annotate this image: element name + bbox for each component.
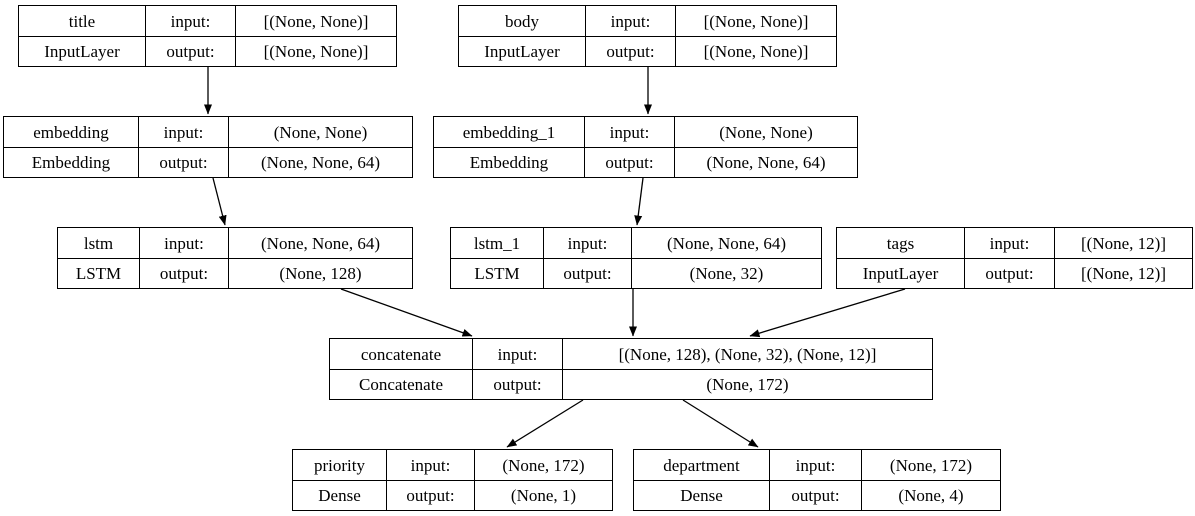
node-lstm-output-shape: (None, 128) (228, 258, 412, 288)
node-embedding_1: embedding_1 input: (None, None) Embeddin… (433, 116, 858, 178)
node-lstm_1-name: lstm_1 (473, 233, 521, 253)
node-lstm_1-output-label: output: (543, 258, 631, 288)
node-lstm-input-shape: (None, None, 64) (228, 228, 412, 258)
node-title-output-shape: [(None, None)] (235, 36, 396, 66)
node-concatenate-input-label: input: (472, 339, 562, 369)
node-tags-name: tags (886, 233, 915, 253)
node-tags-input-shape: [(None, 12)] (1054, 228, 1192, 258)
node-body-output-shape: [(None, None)] (675, 36, 836, 66)
node-embedding_1-input-shape: (None, None) (674, 117, 857, 147)
node-lstm_1-input-label: input: (543, 228, 631, 258)
node-title-input-label: input: (145, 6, 235, 36)
node-department-output-label: output: (769, 480, 861, 510)
edge-embedding-lstm (212, 177, 227, 226)
node-department: department input: (None, 172) Dense outp… (633, 449, 1001, 511)
node-embedding: embedding input: (None, None) Embedding … (3, 116, 413, 178)
node-title-type: InputLayer (19, 36, 145, 66)
node-embedding-type: Embedding (4, 147, 138, 177)
edge-concatenate-priority (506, 399, 584, 448)
node-priority-output-shape: (None, 1) (474, 480, 612, 510)
node-lstm_1-type: LSTM (451, 258, 543, 288)
node-priority-type: Dense (293, 480, 386, 510)
node-concatenate-input-shape: [(None, 128), (None, 32), (None, 12)] (562, 339, 932, 369)
node-lstm_1-output-shape: (None, 32) (631, 258, 821, 288)
node-embedding_1-input-label: input: (584, 117, 674, 147)
node-tags-output-label: output: (964, 258, 1054, 288)
node-lstm_1-input-shape: (None, None, 64) (631, 228, 821, 258)
node-department-input-shape: (None, 172) (861, 450, 1000, 480)
node-department-output-shape: (None, 4) (861, 480, 1000, 510)
node-title-name: title (68, 11, 96, 31)
edge-embedding_1-lstm_1 (634, 177, 644, 226)
node-tags-output-shape: [(None, 12)] (1054, 258, 1192, 288)
edge-lstm-concatenate (340, 288, 473, 337)
node-priority-input-label: input: (386, 450, 474, 480)
node-body-name: body (505, 11, 539, 31)
node-body-input-label: input: (585, 6, 675, 36)
node-body: body input: [(None, None)] InputLayer ou… (458, 5, 837, 67)
node-concatenate-output-label: output: (472, 369, 562, 399)
node-title-input-shape: [(None, None)] (235, 6, 396, 36)
node-tags-type: InputLayer (837, 258, 964, 288)
node-lstm-type: LSTM (58, 258, 139, 288)
node-embedding-input-shape: (None, None) (228, 117, 412, 147)
node-lstm: lstm input: (None, None, 64) LSTM output… (57, 227, 413, 289)
node-embedding-output-label: output: (138, 147, 228, 177)
node-department-name: department (663, 455, 740, 475)
node-lstm-output-label: output: (139, 258, 228, 288)
node-title-output-label: output: (145, 36, 235, 66)
node-embedding-name: embedding (33, 122, 109, 142)
node-title: title input: [(None, None)] InputLayer o… (18, 5, 397, 67)
node-department-input-label: input: (769, 450, 861, 480)
node-department-type: Dense (634, 480, 769, 510)
node-priority-input-shape: (None, 172) (474, 450, 612, 480)
node-concatenate-output-shape: (None, 172) (562, 369, 932, 399)
node-priority-name: priority (314, 455, 365, 475)
edge-tags-concatenate (749, 288, 906, 338)
node-lstm-name: lstm (83, 233, 114, 253)
node-body-input-shape: [(None, None)] (675, 6, 836, 36)
node-embedding_1-output-shape: (None, None, 64) (674, 147, 857, 177)
node-lstm-input-label: input: (139, 228, 228, 258)
node-embedding_1-name: embedding_1 (462, 122, 556, 142)
node-tags-input-label: input: (964, 228, 1054, 258)
node-priority: priority input: (None, 172) Dense output… (292, 449, 613, 511)
node-embedding-output-shape: (None, None, 64) (228, 147, 412, 177)
node-priority-output-label: output: (386, 480, 474, 510)
node-embedding_1-type: Embedding (434, 147, 584, 177)
node-body-type: InputLayer (459, 36, 585, 66)
node-body-output-label: output: (585, 36, 675, 66)
node-embedding_1-output-label: output: (584, 147, 674, 177)
node-concatenate-type: Concatenate (330, 369, 472, 399)
node-lstm_1: lstm_1 input: (None, None, 64) LSTM outp… (450, 227, 822, 289)
node-embedding-input-label: input: (138, 117, 228, 147)
node-tags: tags input: [(None, 12)] InputLayer outp… (836, 227, 1193, 289)
node-concatenate: concatenate input: [(None, 128), (None, … (329, 338, 933, 400)
node-concatenate-name: concatenate (360, 344, 442, 364)
edge-concatenate-department (682, 399, 759, 448)
